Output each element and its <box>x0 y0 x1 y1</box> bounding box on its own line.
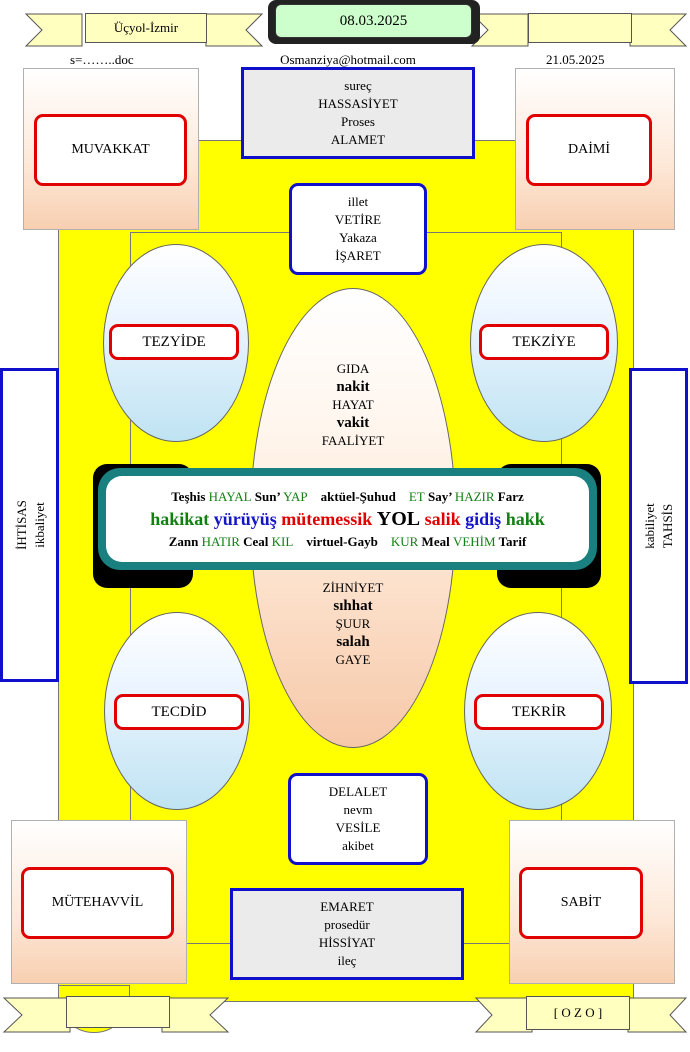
banner-word: Meal <box>421 533 450 549</box>
top-box-line-4: ALAMET <box>330 132 386 147</box>
center-bottom-text: ZİHNİYET sıhhat ŞUUR salah GAYE <box>270 575 436 673</box>
side-left-line-2: ikbaliyet <box>32 502 47 548</box>
side-left-line-1: İHTİSAS <box>14 500 29 550</box>
oval-label-tekziye: TEKZİYE <box>479 324 609 360</box>
banner-word: Farz <box>497 488 524 504</box>
center-bottom-line-3: ŞUUR <box>335 616 371 631</box>
footer-code: [ O Z O ] <box>526 996 630 1030</box>
bottom-inner-line-2: nevm <box>343 802 373 817</box>
center-top-line-2: nakit <box>336 379 370 395</box>
date-label: 08.03.2025 <box>275 4 472 38</box>
banner-word: KIL <box>271 533 294 549</box>
ribbon-bottom-left-center <box>66 996 170 1028</box>
center-top-line-3: HAYAT <box>332 397 374 412</box>
banner-word: Say’ <box>427 488 452 504</box>
banner-row-1: Teşhis HAYAL Sun’ YAP aktüel-Şuhud ET Sa… <box>171 489 524 505</box>
banner-panel: Teşhis HAYAL Sun’ YAP aktüel-Şuhud ET Sa… <box>106 476 589 562</box>
top-inner-line-2: VETİRE <box>334 212 382 227</box>
banner-word: aktüel-Şuhud <box>320 488 396 504</box>
side-box-right <box>629 368 688 684</box>
location-label: Üçyol-İzmir <box>85 13 207 43</box>
oval-label-tecdid: TECDİD <box>114 694 244 730</box>
filename-text: s=……..doc <box>70 52 134 67</box>
center-top-text: GIDA nakit HAYAT vakit FAALİYET <box>270 356 436 454</box>
banner-word: Sun’ <box>254 488 280 504</box>
bottom-box-line-3: HİSSİYAT <box>318 935 376 950</box>
oval-label-tezyide: TEZYİDE <box>109 324 239 360</box>
banner-word: salik <box>424 508 461 529</box>
banner-word: mütemessik <box>281 508 373 529</box>
banner-word: VEHİM <box>452 533 496 549</box>
banner-word: gidiş <box>465 508 502 529</box>
bottom-box-line-2: prosedür <box>324 917 370 932</box>
bottom-inner-line-3: VESİLE <box>335 820 381 835</box>
date2-text: 21.05.2025 <box>546 52 605 67</box>
top-inner-line-1: illet <box>347 194 369 209</box>
top-concept-box: sureç HASSASİYET Proses ALAMET <box>241 67 475 159</box>
top-inner-line-4: İŞARET <box>335 248 381 263</box>
top-inner-box: illet VETİRE Yakaza İŞARET <box>289 183 427 275</box>
bottom-concept-box: EMARET prosedür HİSSİYAT ileç <box>230 888 464 980</box>
bottom-box-line-4: ileç <box>337 953 357 968</box>
banner-word: Tarif <box>498 533 527 549</box>
banner-word: HAZIR <box>454 488 495 504</box>
ribbon-top-right <box>470 13 688 47</box>
side-right-line-2: TAHSİS <box>660 503 675 549</box>
banner-word: HATIR <box>201 533 240 549</box>
banner-row-2: hakikat yürüyüş mütemessik YOL salik gid… <box>150 508 545 531</box>
ribbon-bottom-left <box>2 997 230 1033</box>
banner-word: HAYAL <box>208 488 252 504</box>
top-box-line-1: sureç <box>344 78 372 93</box>
bottom-inner-line-4: akibet <box>342 838 374 853</box>
top-box-line-2: HASSASİYET <box>318 96 398 111</box>
top-box-line-3: Proses <box>341 114 375 129</box>
side-right-text: kabiliyet TAHSİS <box>642 368 675 684</box>
corner-label-muvakkat: MUVAKKAT <box>34 114 187 186</box>
corner-label-mutehavvil: MÜTEHAVVİL <box>21 867 174 939</box>
banner-word: ET <box>408 488 425 504</box>
bottom-inner-box: DELALET nevm VESİLE akibet <box>288 773 428 865</box>
side-box-left <box>0 368 59 682</box>
bottom-box-line-1: EMARET <box>320 899 374 914</box>
ribbon-bottom-right <box>474 997 688 1033</box>
center-top-line-4: vakit <box>336 415 370 431</box>
ribbon-top-left <box>24 13 264 47</box>
center-top-line-5: FAALİYET <box>321 433 385 448</box>
bottom-inner-line-1: DELALET <box>328 784 388 799</box>
ribbon-top-right-center <box>528 13 632 43</box>
banner-word: hakikat <box>150 508 210 529</box>
center-bottom-line-2: sıhhat <box>333 598 373 614</box>
oval-label-tekrir: TEKRİR <box>474 694 604 730</box>
banner-word: hakk <box>505 508 545 529</box>
top-inner-line-3: Yakaza <box>339 230 377 245</box>
banner-word: YAP <box>283 488 308 504</box>
center-bottom-line-4: salah <box>336 634 370 650</box>
side-right-line-1: kabiliyet <box>642 503 657 549</box>
banner-word: Zann <box>168 533 199 549</box>
banner-word: yürüyüş <box>213 508 277 529</box>
center-bottom-line-1: ZİHNİYET <box>322 580 384 595</box>
banner-word: virtuel-Gayb <box>306 533 378 549</box>
banner-word: Teşhis <box>171 488 206 504</box>
center-bottom-line-5: GAYE <box>335 652 371 667</box>
banner-word: YOL <box>376 507 421 530</box>
email-text: Osmanziya@hotmail.com <box>280 52 416 67</box>
corner-label-daimi: DAİMİ <box>526 114 652 186</box>
corner-label-sabit: SABİT <box>519 867 643 939</box>
banner-word: KUR <box>390 533 419 549</box>
center-top-line-1: GIDA <box>336 361 370 376</box>
banner-row-3: Zann HATIR Ceal KIL virtuel-Gayb KUR Mea… <box>169 534 527 550</box>
side-left-text: İHTİSAS ikbaliyet <box>14 368 47 682</box>
banner-word: Ceal <box>243 533 269 549</box>
